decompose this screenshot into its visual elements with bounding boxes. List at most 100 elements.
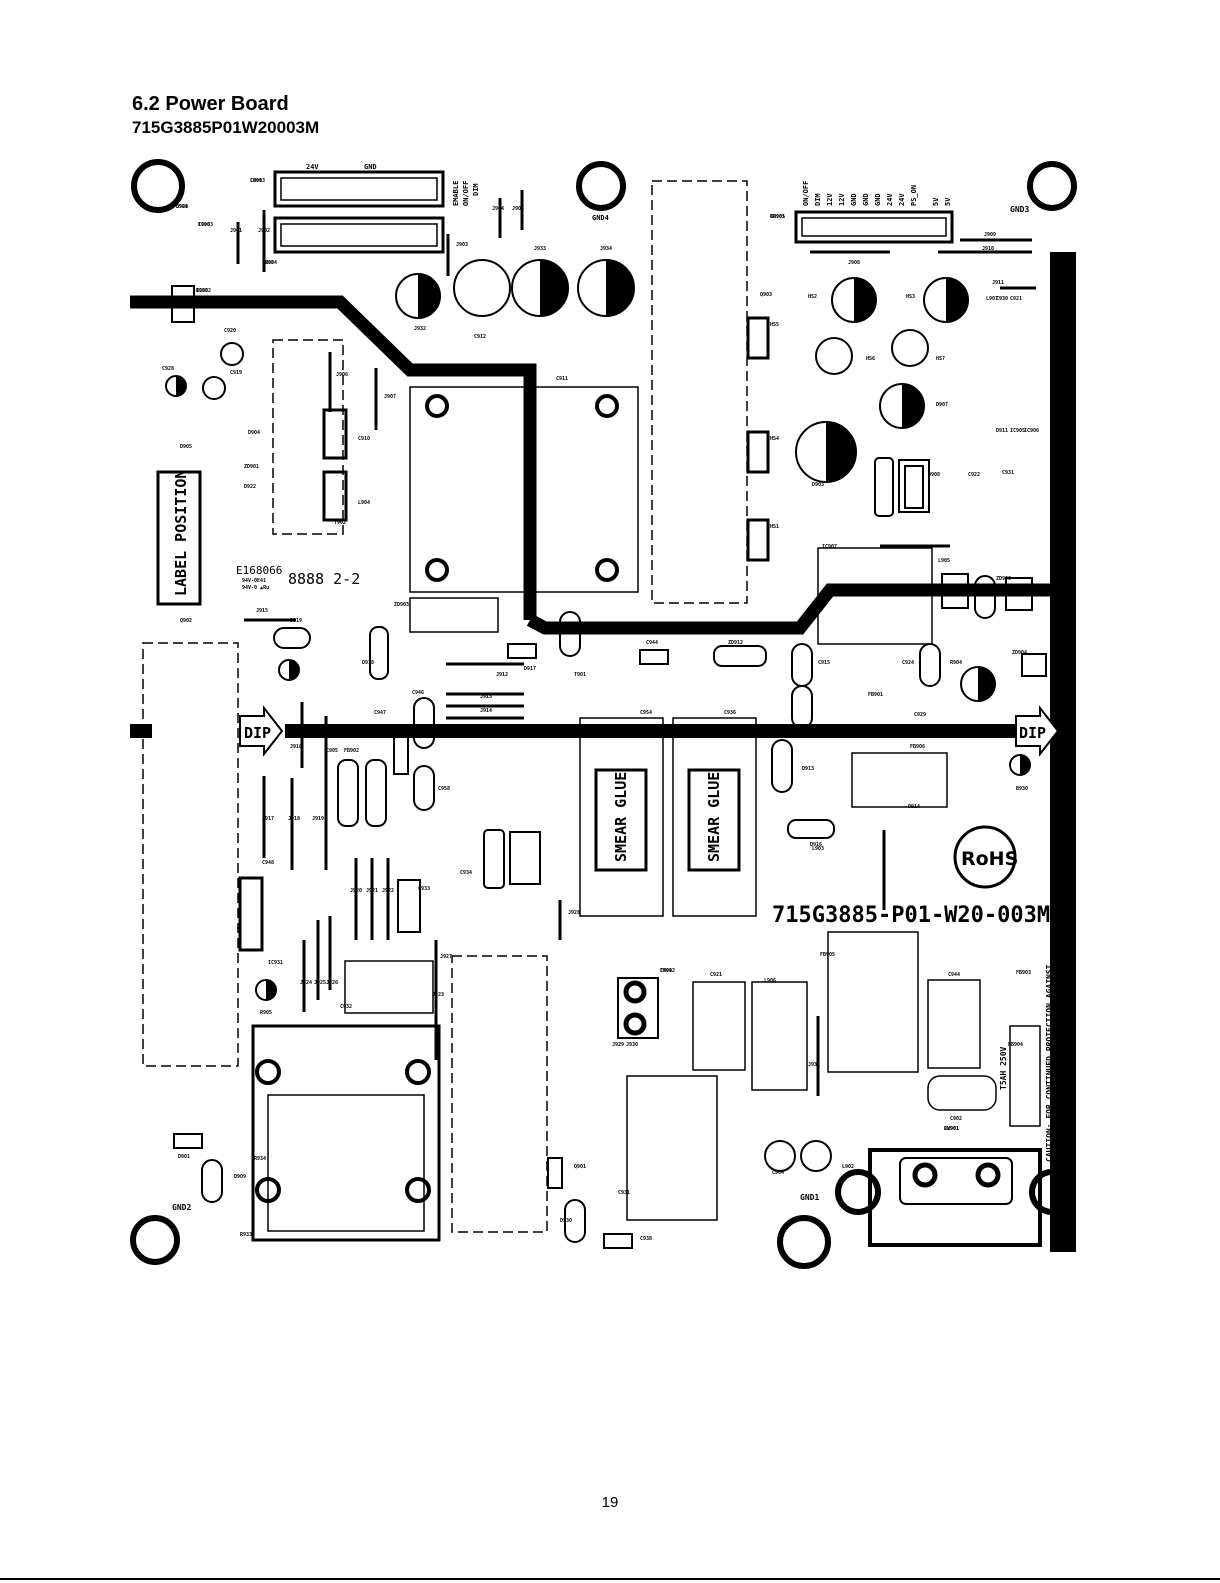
refdes-label: J915 bbox=[256, 608, 268, 614]
refdes-label: J907 bbox=[384, 394, 396, 400]
dim-label: DIM bbox=[472, 183, 480, 196]
refdes-label: J911 bbox=[992, 280, 1004, 286]
refdes-label: C948 bbox=[262, 860, 274, 866]
refdes-label: C911 bbox=[556, 376, 568, 382]
refdes-label: Q901 bbox=[574, 1164, 586, 1170]
smear-glue-left: SMEAR GLUE bbox=[612, 772, 630, 862]
refdes-label: D922 bbox=[244, 484, 256, 490]
refdes-label: Q902 bbox=[180, 618, 192, 624]
refdes-label: FB905 bbox=[820, 952, 835, 958]
refdes-label: RV901 bbox=[944, 1126, 959, 1132]
refdes-label: IC931 bbox=[268, 960, 283, 966]
connector-cn905 bbox=[794, 210, 954, 244]
gnd3-label: GND3 bbox=[1010, 205, 1029, 214]
emable-label: EMABLE bbox=[452, 181, 460, 206]
refdes-label: C901 bbox=[176, 204, 188, 210]
refdes-label: D907 bbox=[936, 402, 948, 408]
refdes-label: FB904 bbox=[1008, 1042, 1023, 1048]
refdes-label: L906 bbox=[764, 978, 776, 984]
refdes-label: C929 bbox=[914, 712, 926, 718]
board-part-number: 715G3885-P01-W20-003M bbox=[772, 903, 1050, 928]
ic931-box bbox=[851, 752, 948, 808]
ac-inlet-cn901 bbox=[835, 1148, 1075, 1247]
refdes-label: C905 bbox=[326, 748, 338, 754]
refdes-label: L907 bbox=[986, 296, 998, 302]
refdes-label: CN903 bbox=[250, 178, 265, 184]
heatsink-hs4 bbox=[142, 642, 239, 1067]
dip-label-right: DIP bbox=[1019, 724, 1046, 742]
diode-d908 bbox=[746, 518, 770, 562]
connector-cn902 bbox=[617, 977, 659, 1039]
cap-c931-box bbox=[344, 960, 434, 1014]
heatsink-hs1 bbox=[651, 180, 748, 604]
refdes-label: J920 bbox=[350, 888, 362, 894]
gnd4-label: GND4 bbox=[592, 214, 609, 222]
refdes-label: J908 bbox=[848, 260, 860, 266]
refdes-label: J918 bbox=[288, 816, 300, 822]
date-code: 8888 2-2 bbox=[288, 570, 360, 588]
refdes-label: D905 bbox=[180, 444, 192, 450]
refdes-label: D918 bbox=[362, 660, 374, 666]
refdes-label: T901 bbox=[574, 672, 586, 678]
transistor-q901 bbox=[238, 876, 264, 952]
fuse-rating: T5AH 250V bbox=[999, 1046, 1008, 1090]
refdes-label: FB901 bbox=[868, 692, 883, 698]
refdes-label: R904 bbox=[950, 660, 962, 666]
smear-glue-right: SMEAR GLUE bbox=[705, 772, 723, 862]
inductor-l901 bbox=[827, 931, 919, 1073]
cn905-pin-11: 5V bbox=[932, 197, 940, 206]
board-part-number-heading: 715G3885P01W20003M bbox=[132, 118, 320, 137]
refdes-label: J925 bbox=[314, 980, 326, 986]
refdes-label: C931 bbox=[1002, 470, 1014, 476]
refdes-label: C958 bbox=[438, 786, 450, 792]
refdes-label: D916 bbox=[810, 842, 822, 848]
dip-trace bbox=[285, 724, 1050, 738]
refdes-label: C944 bbox=[948, 972, 960, 978]
refdes-label: J902 bbox=[258, 228, 270, 234]
e-sub2: 94V-0 ▲Ru bbox=[242, 585, 269, 591]
refdes-label: NR901 bbox=[770, 214, 785, 220]
ic-ic906 bbox=[1005, 577, 1033, 611]
refdes-label: CN901 bbox=[944, 1126, 959, 1132]
cap-c915 bbox=[409, 597, 499, 633]
refdes-label: C910 bbox=[358, 436, 370, 442]
transformer-t901 bbox=[817, 547, 933, 645]
refdes-label: C924 bbox=[902, 660, 914, 666]
refdes-label: HS4 bbox=[770, 436, 779, 442]
trace-right-diag bbox=[620, 583, 1050, 635]
caution-line2: RISK OF FIRE REPLACE ONLY WITH SAME bbox=[1055, 993, 1064, 1162]
mounting-hole-gnd4 bbox=[576, 161, 626, 211]
refdes-label: J928 bbox=[568, 910, 580, 916]
diode-d909 bbox=[397, 879, 421, 933]
inductor-l903 bbox=[626, 1075, 718, 1221]
refdes-label: C921 bbox=[710, 972, 722, 978]
refdes-label: FB903 bbox=[1016, 970, 1031, 976]
label-position-text: LABEL POSITION bbox=[172, 470, 190, 596]
ic-d912 bbox=[1021, 653, 1047, 677]
refdes-label: L904 bbox=[358, 500, 370, 506]
on-off-label: ON/OFF bbox=[462, 181, 470, 206]
refdes-label: J909 bbox=[984, 232, 996, 238]
refdes-label: IC907 bbox=[822, 544, 837, 550]
refdes-label: CN905 bbox=[770, 214, 785, 220]
refdes-label: IC903 bbox=[198, 222, 213, 228]
electrolytic-caps bbox=[395, 259, 996, 702]
refdes-label: J912 bbox=[496, 672, 508, 678]
ic-ic902 bbox=[171, 285, 195, 323]
jumpers bbox=[236, 190, 1036, 1096]
refdes-label: FB902 bbox=[344, 748, 359, 754]
varistor-rv901 bbox=[927, 1075, 997, 1111]
gnd2-label: GND2 bbox=[172, 1203, 191, 1212]
dip-label-left: DIP bbox=[244, 724, 271, 742]
refdes-label: D914 bbox=[908, 804, 920, 810]
rohs-label: RoHS bbox=[961, 848, 1018, 870]
refdes-label: C904 bbox=[772, 1170, 784, 1176]
refdes-label: CN902 bbox=[660, 968, 675, 974]
trace-mid-bottom bbox=[526, 614, 620, 635]
cn905-pin-7: GND bbox=[874, 193, 882, 206]
cap-c903 bbox=[927, 979, 981, 1069]
refdes-label: L901 bbox=[250, 178, 262, 184]
refdes-label: HS2 bbox=[808, 294, 817, 300]
refdes-label: C947 bbox=[374, 710, 386, 716]
